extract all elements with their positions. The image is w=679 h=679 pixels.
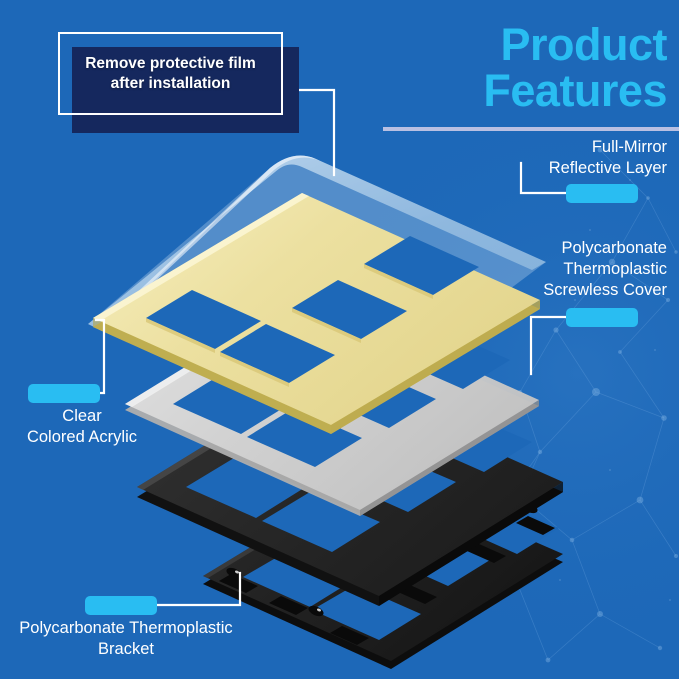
badge-full-mirror-reflective-layer: [566, 184, 638, 203]
label-clear-colored-acrylic: Clear Colored Acrylic: [6, 406, 158, 448]
label-bracket-line-2: Bracket: [98, 640, 154, 658]
callout-line-1: Remove protective film: [85, 54, 256, 72]
page-title: Product Features: [383, 22, 667, 114]
connector-callout: [281, 88, 336, 177]
label-cover-line-2: Thermoplastic: [563, 260, 667, 278]
callout-outline-box: [58, 32, 283, 115]
label-mirror-line-1: Full-Mirror: [591, 138, 667, 156]
connector-acrylic: [94, 318, 106, 395]
label-cover-line-3: Screwless Cover: [543, 281, 667, 299]
title-line-2: Features: [483, 65, 667, 116]
label-full-mirror-reflective-layer: Full-Mirror Reflective Layer: [470, 137, 667, 179]
connector-mirror: [519, 161, 568, 195]
title-divider: [383, 127, 679, 131]
label-bracket-line-1: Polycarbonate Thermoplastic: [19, 619, 233, 637]
badge-screwless-cover: [566, 308, 638, 327]
callout-line-2: after installation: [110, 74, 231, 92]
callout-text: Remove protective film after installatio…: [58, 32, 283, 115]
label-mirror-line-2: Reflective Layer: [548, 159, 667, 177]
layer-clear-colored-acrylic: [93, 193, 540, 434]
connector-lines: [94, 88, 568, 607]
connector-cover: [529, 315, 568, 376]
label-cover-line-1: Polycarbonate: [561, 239, 668, 257]
label-acrylic-line-2: Colored Acrylic: [26, 428, 138, 446]
label-polycarbonate-bracket: Polycarbonate Thermoplastic Bracket: [6, 618, 246, 660]
badge-clear-colored-acrylic: [28, 384, 100, 403]
connector-bracket: [155, 571, 242, 607]
label-acrylic-line-1: Clear: [62, 407, 102, 425]
title-line-1: Product: [500, 19, 667, 70]
callout-shadow-box: [72, 47, 299, 133]
badge-polycarbonate-bracket: [85, 596, 157, 615]
label-screwless-cover: Polycarbonate Thermoplastic Screwless Co…: [460, 238, 667, 301]
